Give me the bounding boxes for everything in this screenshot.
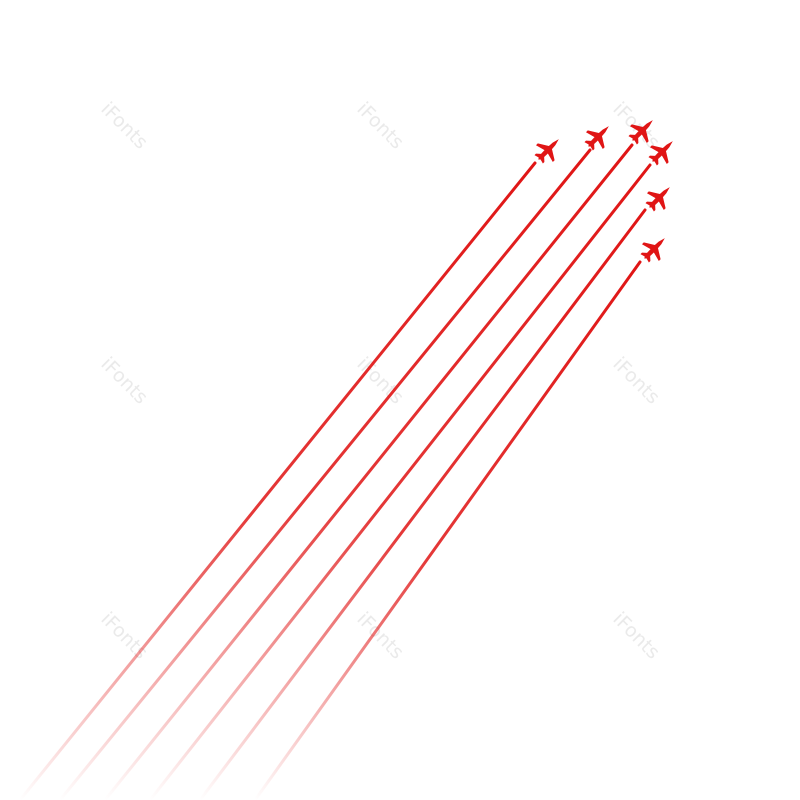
- smoke-trail: [58, 148, 592, 800]
- smoke-trail: [148, 163, 652, 800]
- smoke-trail: [198, 208, 647, 800]
- smoke-trails: [18, 143, 652, 800]
- smoke-trail: [18, 161, 537, 800]
- watermark-text: iFonts: [96, 98, 152, 154]
- watermark-layer: iFonts iFonts iFonts iFonts iFonts iFont…: [96, 98, 664, 664]
- watermark-text: iFonts: [352, 608, 408, 664]
- watermark-text: iFonts: [608, 608, 664, 664]
- fighter-jet-icon: [579, 117, 618, 156]
- fighter-jet-icon: [640, 178, 679, 217]
- watermark-text: iFonts: [96, 608, 152, 664]
- watermark-text: iFonts: [608, 353, 664, 409]
- watermark-text: iFonts: [352, 98, 408, 154]
- smoke-trail: [103, 143, 634, 800]
- fighter-jet-icon: [635, 229, 674, 268]
- smoke-trail: [253, 260, 642, 800]
- watermark-text: iFonts: [96, 353, 152, 409]
